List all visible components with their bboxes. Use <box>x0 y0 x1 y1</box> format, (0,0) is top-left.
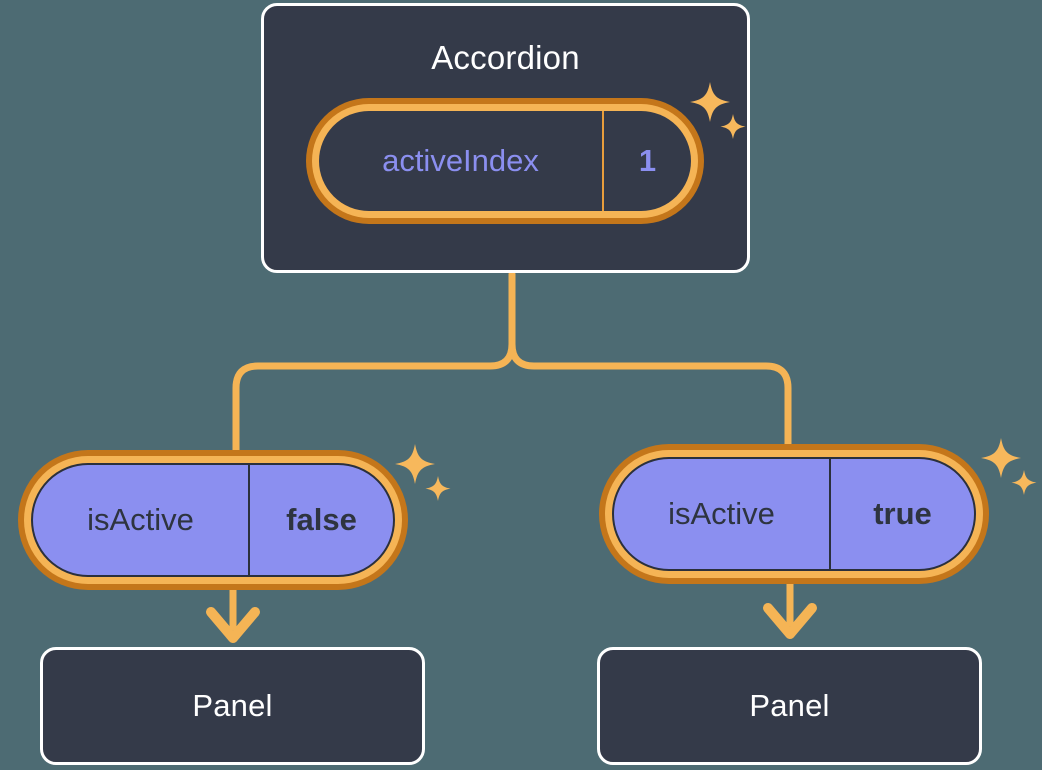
pill-body: isActive true <box>612 457 976 571</box>
pill-key-active-index: activeIndex <box>319 111 604 211</box>
component-node-panel-left[interactable]: Panel <box>40 647 425 765</box>
component-node-panel-right[interactable]: Panel <box>597 647 982 765</box>
prop-pill-is-active-false[interactable]: isActive false <box>18 450 408 590</box>
pill-highlight-ring: activeIndex 1 <box>312 104 698 218</box>
accordion-title: Accordion <box>431 39 580 76</box>
pill-value-is-active-left: false <box>286 502 357 537</box>
pill-highlight-ring: isActive true <box>605 450 983 578</box>
prop-pill-is-active-true[interactable]: isActive true <box>599 444 989 584</box>
state-pill-active-index[interactable]: activeIndex 1 <box>306 98 704 224</box>
pill-highlight-ring: isActive false <box>24 456 402 584</box>
wire-branch-left <box>232 340 516 456</box>
arrow-down-icon-right <box>763 582 817 639</box>
arrow-down-icon-left <box>206 586 260 643</box>
pill-key-is-active-left: isActive <box>33 465 250 575</box>
pill-body: isActive false <box>31 463 395 577</box>
pill-value-is-active-right: true <box>873 496 932 531</box>
panel-right-title: Panel <box>749 688 830 723</box>
panel-left-title: Panel <box>192 688 273 723</box>
pill-value-active-index: 1 <box>638 143 657 178</box>
sparkle-icon-right-pill <box>981 438 1037 495</box>
pill-key-is-active-right: isActive <box>614 459 831 569</box>
wire-branch-right <box>508 340 792 452</box>
pill-body: activeIndex 1 <box>319 111 691 211</box>
